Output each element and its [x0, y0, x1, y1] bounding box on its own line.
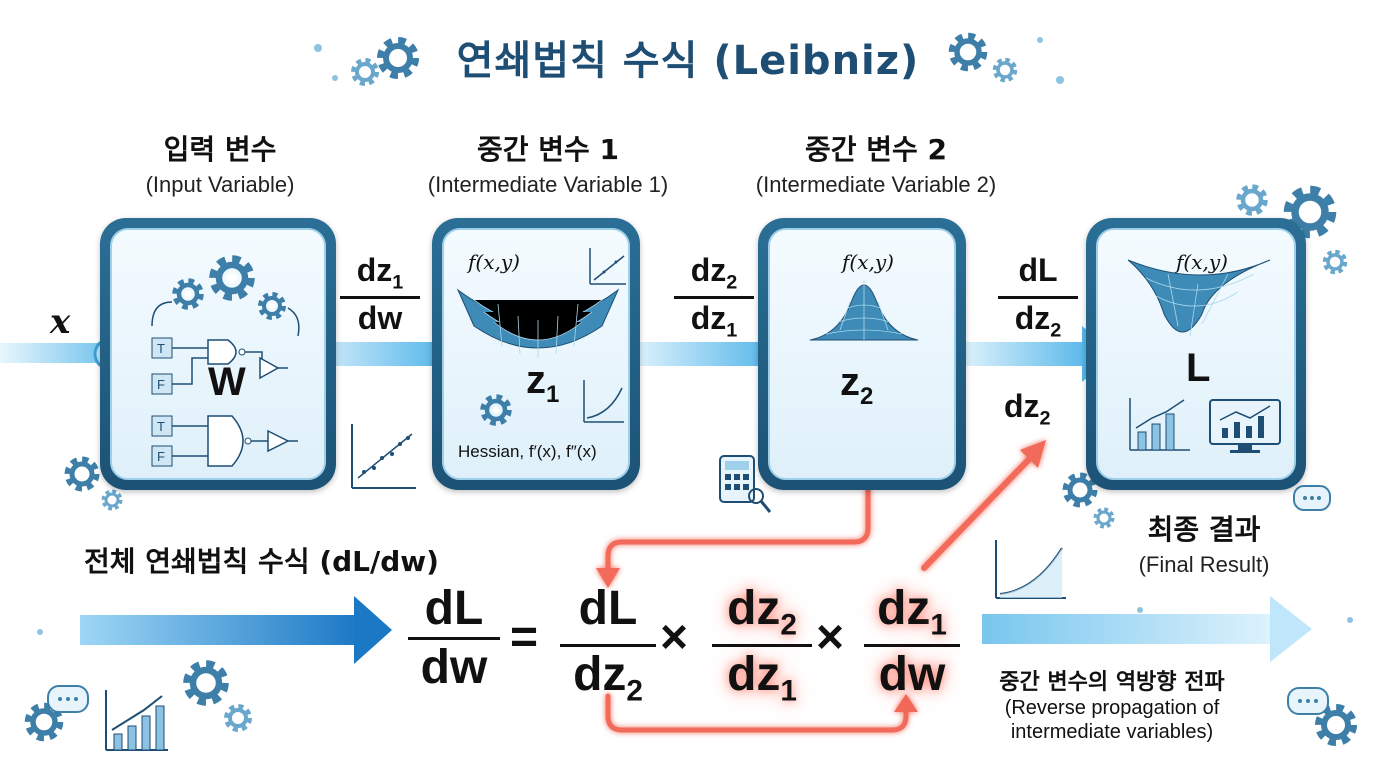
variable-z1: z1 — [526, 358, 560, 408]
gear-icon — [68, 460, 96, 488]
stage-header-input: 입력 변수 (Input Variable) — [100, 128, 340, 198]
curve-chart-icon — [995, 540, 1066, 599]
final-result-title: 최종 결과 — [1147, 513, 1261, 546]
calculator-icon — [719, 455, 772, 513]
reverse-propagation-caption: 중간 변수의 역방향 전파 (Reverse propagation of in… — [962, 664, 1262, 744]
gear-icon — [227, 707, 249, 729]
reverse-subtitle-2: intermediate variables) — [1010, 721, 1214, 743]
formula-term-dl-dz2: dL dz2 — [560, 583, 656, 707]
backprop-arrowhead-top — [596, 568, 620, 588]
stage-header-intermediate-1: 중간 변수 1 (Intermediate Variable 1) — [388, 128, 708, 198]
bowl-surface-illustration — [1127, 259, 1281, 453]
formula-term-dz2-dz1: dz2 dz1 — [712, 583, 812, 707]
gear-icon — [214, 260, 250, 296]
scatter-plot-icon — [351, 424, 416, 489]
backprop-arrowhead-bottom — [894, 694, 918, 712]
multiply-sign: × — [660, 611, 689, 664]
backprop-arrow-diagonal — [921, 440, 1046, 571]
formula-arrow — [80, 596, 392, 664]
stage-title: 입력 변수 — [163, 133, 277, 166]
gear-icon — [1319, 708, 1353, 742]
svg-text:T: T — [157, 419, 165, 434]
formula-term-dz1-dw: dz1 dw — [864, 583, 960, 707]
variable-l: L — [1186, 346, 1211, 390]
page-title: 연쇄법칙 수식 (Leibniz) — [456, 38, 920, 84]
reverse-arrow — [982, 596, 1312, 662]
chat-bubble-icon — [47, 685, 89, 713]
stage-title: 중간 변수 1 — [476, 133, 620, 166]
reverse-title: 중간 변수의 역방향 전파 — [999, 670, 1225, 695]
derivative-dl-dz2: dL dz2 — [998, 253, 1078, 341]
gear-icon — [1066, 476, 1094, 504]
stage-subtitle: (Input Variable) — [145, 172, 295, 197]
multiply-sign: × — [816, 611, 845, 664]
input-box: T F T F W — [100, 218, 336, 490]
variable-z2: z2 — [840, 360, 874, 410]
gear-icon — [483, 397, 508, 422]
stage-subtitle: (Intermediate Variable 1) — [427, 172, 669, 197]
monitor-chart-icon — [1209, 399, 1281, 453]
bar-chart-icon — [105, 690, 168, 751]
gear-icon — [175, 281, 200, 306]
line-chart-icon — [589, 248, 626, 285]
chat-bubble-icon — [1287, 687, 1329, 715]
formula-lhs: dL dw — [408, 583, 500, 694]
function-label: f(x,y) — [1176, 250, 1228, 274]
input-variable-x: x — [50, 302, 71, 342]
gear-icon — [188, 665, 224, 701]
equals-sign: = — [510, 611, 539, 664]
backprop-arrow-bottom — [605, 693, 909, 733]
stage-title: 중간 변수 2 — [804, 133, 948, 166]
backprop-arrow-top — [605, 487, 871, 577]
final-box: f(x,y) L — [1086, 218, 1306, 490]
gear-icon — [1239, 187, 1264, 212]
bar-chart-icon — [1129, 398, 1190, 451]
hessian-note: Hessian, f′(x), f″(x) — [458, 442, 597, 461]
stage-subtitle: (Intermediate Variable 2) — [755, 172, 997, 197]
reverse-subtitle-1: (Reverse propagation of — [1004, 697, 1220, 719]
derivative-dz2-dz1: dz2 dz1 — [674, 253, 754, 341]
gear-icon — [104, 492, 121, 509]
label-dz2: dz2 — [1004, 388, 1051, 430]
function-label: f(x,y) — [468, 250, 520, 274]
function-label: f(x,y) — [842, 250, 894, 274]
intermediate-box-1: f(x,y) z1 Hessian, f′(x), f″(x) — [432, 218, 640, 490]
final-result-subtitle: (Final Result) — [1138, 552, 1270, 577]
derivative-dz1-dw: dz1 dw — [340, 253, 420, 341]
gear-icon — [261, 295, 283, 317]
intermediate-box-2: f(x,y) z2 — [758, 218, 966, 490]
saddle-surface-illustration — [456, 248, 626, 480]
chat-bubble-icon — [1293, 485, 1331, 511]
formula-label: 전체 연쇄법칙 수식 (dL/dw) — [84, 545, 439, 578]
svg-text:F: F — [157, 377, 165, 392]
variable-w: W — [208, 360, 246, 404]
gear-icon — [1325, 252, 1345, 272]
svg-text:F: F — [157, 449, 165, 464]
bell-surface-illustration — [809, 280, 919, 341]
stage-header-intermediate-2: 중간 변수 2 (Intermediate Variable 2) — [716, 128, 1036, 198]
curve-chart-icon — [583, 380, 624, 423]
svg-text:T: T — [157, 341, 165, 356]
final-result-label: 최종 결과 (Final Result) — [1104, 508, 1304, 578]
logic-gates-illustration: T F T F — [151, 230, 300, 467]
